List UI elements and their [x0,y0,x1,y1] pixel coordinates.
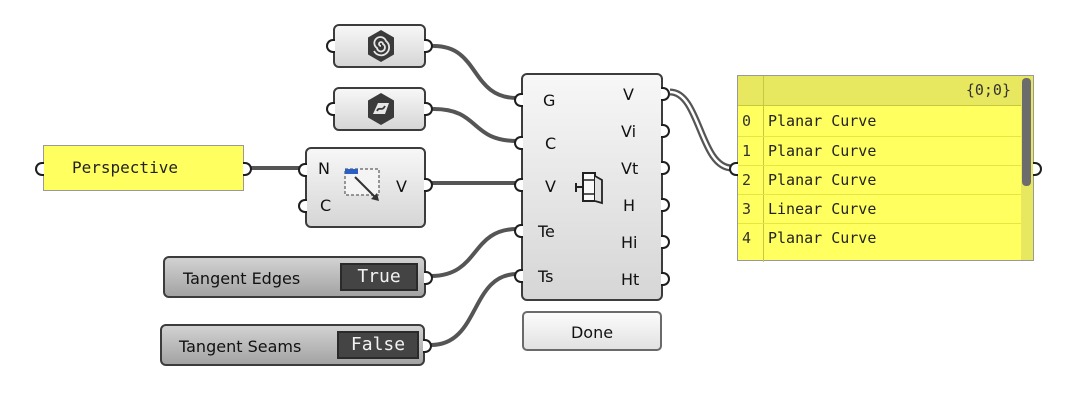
list-item: 4 Planar Curve [738,223,1021,253]
view-component[interactable]: N C V [298,147,433,228]
list-item: 3 Linear Curve [738,194,1021,224]
main-input-g-port[interactable] [514,93,523,107]
output-panel-output-port[interactable] [1033,162,1042,176]
done-button-label: Done [570,323,614,342]
panel-index-divider [763,76,764,262]
view-input-n-port[interactable] [298,163,307,177]
list-item-index: 2 [742,171,752,189]
perspective-panel-output-port[interactable] [243,162,252,176]
wire-tangent-seams-to-ts [429,272,519,347]
main-input-c-port[interactable] [514,136,523,150]
list-item: 0 Planar Curve [738,107,1021,136]
view-input-n-label: N [318,159,330,178]
main-input-v-port[interactable] [514,178,523,192]
output-panel-path: {0;0} [965,81,1011,99]
view-input-c-port[interactable] [298,199,307,213]
wire-geometry-to-g [432,44,519,100]
viewport-cursor-icon [344,168,380,201]
main-input-ts-label: Ts [538,267,554,286]
done-button[interactable]: Done [522,311,662,351]
curve-param-output-port[interactable] [424,102,433,116]
main-output-h-port[interactable] [661,198,670,212]
main-output-hi-port[interactable] [661,235,670,249]
main-output-v-port[interactable] [661,87,670,101]
tangent-edges-label: Tangent Edges [183,269,301,288]
tangent-edges-output-port[interactable] [424,271,433,285]
view-output-v-label: V [396,177,407,196]
geometry-param-output-port[interactable] [424,39,433,53]
view-input-c-label: C [320,196,332,215]
curve-param-input-port[interactable] [326,102,335,116]
spiral-hexagon-icon [368,30,394,62]
list-item-index: 0 [742,112,752,130]
tangent-seams-output-port[interactable] [423,339,432,353]
tangent-seams-label: Tangent Seams [179,337,302,356]
main-output-ht-label: Ht [621,270,640,289]
curve-param[interactable] [326,87,433,131]
list-item-value: Linear Curve [768,200,877,218]
tangent-seams-toggle[interactable]: Tangent Seams False [160,324,432,366]
geometry-param[interactable] [326,24,433,68]
output-panel-header: {0;0} [738,76,1021,106]
list-item-index: 3 [742,200,752,218]
main-output-hi-label: Hi [621,233,638,252]
main-output-vt-label: Vt [621,159,639,178]
main-input-ts-port[interactable] [514,269,523,283]
main-input-v-label: V [545,177,556,196]
list-item: 1 Planar Curve [738,136,1021,166]
main-input-g-label: G [543,91,556,110]
make2d-icon [575,172,603,205]
wire-v-to-panel [669,88,733,172]
list-item-value: Planar Curve [768,142,877,160]
main-output-h-label: H [623,196,636,215]
tangent-seams-value[interactable]: False [337,331,419,359]
list-item-index: 1 [742,142,752,160]
main-input-te-port[interactable] [514,224,523,238]
output-panel-input-port[interactable] [729,162,738,176]
main-output-vi-label: Vi [621,122,637,141]
curve-hexagon-icon [368,93,394,125]
geometry-param-input-port[interactable] [326,39,335,53]
list-item-value: Planar Curve [768,112,877,130]
list-item-value: Planar Curve [768,229,877,247]
perspective-panel-input-port[interactable] [35,162,44,176]
output-panel[interactable]: {0;0} 0 Planar Curve 1 Planar Curve 2 Pl… [729,75,1042,262]
panel-scrollbar-thumb[interactable] [1022,78,1031,186]
list-item-index: 4 [742,229,752,247]
main-component[interactable]: G C V Te Ts V Vi Vt H Hi Ht [514,73,670,301]
view-output-v-port[interactable] [424,178,433,192]
perspective-panel[interactable]: Perspective [35,145,252,191]
wire-curve-to-c [432,107,519,143]
tangent-edges-toggle[interactable]: Tangent Edges True [163,256,433,298]
main-output-ht-port[interactable] [661,272,670,286]
tangent-edges-value[interactable]: True [340,263,418,291]
perspective-value: Perspective [72,158,178,177]
main-input-c-label: C [545,134,557,153]
wire-tangent-edges-to-te [429,227,519,278]
main-output-vt-port[interactable] [661,161,670,175]
main-output-vi-port[interactable] [661,124,670,138]
list-item-value: Planar Curve [768,171,877,189]
list-item: 2 Planar Curve [738,165,1021,195]
main-input-te-label: Te [538,222,555,241]
main-output-v-label: V [623,85,634,104]
